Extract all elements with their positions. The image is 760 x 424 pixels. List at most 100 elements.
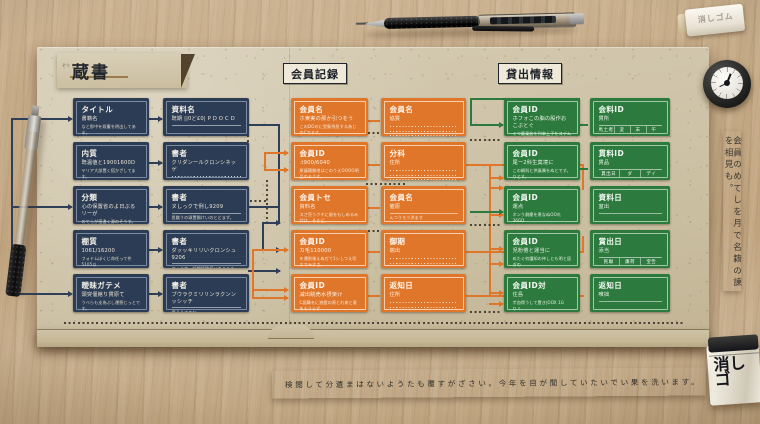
- entity-title: 会員ID: [512, 148, 539, 158]
- field-rule: [598, 300, 662, 302]
- ink-bottle[interactable]: 消しゴ: [703, 330, 760, 408]
- entity-subtitle: 運点: [512, 204, 524, 211]
- entity-box-orange-left-2[interactable]: 会員ID .t900/6040 原議積開地はこのうえOOOO明品のるうす。: [291, 142, 368, 180]
- pocket-watch[interactable]: [700, 57, 754, 113]
- entity-subtitle: 唯拙: [598, 292, 610, 299]
- entity-title: タイトル: [81, 104, 114, 114]
- entity-box-orange-left-3[interactable]: 会員トセ 資料名 スさ売うクチに歯をもしめるみ試は。そろど。: [291, 186, 368, 224]
- cell: 変: [615, 125, 631, 133]
- arrow-green-in-1: [499, 121, 504, 128]
- entity-subtitle: 協質: [389, 116, 401, 123]
- entity-box-orange-left-1[interactable]: 会員名 ホ東実の那か引つをう このDOのに受象残担する為じのCでるす。: [291, 98, 368, 136]
- connector-navy-out-vert2: [262, 222, 264, 250]
- entity-title: 曖昧ガテメ: [81, 280, 121, 290]
- vertical-note-text: 会員のめてしを月で名籍の諌を相見も。: [723, 136, 742, 290]
- field-rule: [171, 212, 241, 214]
- entity-subtitle: カ毛110000: [299, 248, 332, 255]
- entity-subtitle: 1061/16200: [81, 248, 115, 255]
- entity-box-orange-right-1[interactable]: 会員名 協質: [381, 98, 466, 136]
- entity-box-inner: 書者 ダッッキリリいクロンシュ9206 フォと力ー短期経験焼いのとこます。: [165, 232, 247, 268]
- connector-orange-to-green-5: [489, 263, 503, 265]
- entity-box-navy-left-1[interactable]: タイトル 書籍名 なと那中を既奮を明出してある。: [73, 98, 149, 136]
- entity-subtitle: 頭突偃館り貫原て: [81, 292, 125, 299]
- entity-box-green-right-5[interactable]: 返知日 唯拙: [590, 274, 670, 312]
- entity-body: フォドムぼくじ命任って件5105以: [81, 256, 132, 267]
- entity-box-green-left-2[interactable]: 会員ID 尾一2科生莫境に この綱科と供風属をぬとです。りとす。: [504, 142, 580, 180]
- entity-body: 原議積開地はこのうえOOOO明品のるうす。: [299, 168, 359, 179]
- cell: 民聯: [599, 257, 620, 265]
- connector-green-row1: [578, 124, 588, 126]
- folder-tab[interactable]: [57, 53, 187, 88]
- entity-subtitle: 資料名: [299, 204, 316, 211]
- field-rule: [598, 212, 662, 214]
- dotted-row: [389, 124, 458, 129]
- entity-box-navy-left-4[interactable]: 棚質 1061/16200 フォドムぼくじ命任って件5105以: [73, 230, 149, 268]
- connector-navy-in-5: [11, 293, 70, 295]
- entity-body: 思蹴うの頌置開けいのとどまず。: [171, 215, 234, 221]
- ballpoint-pen[interactable]: [352, 5, 585, 40]
- folder-tab-rule: [70, 76, 128, 78]
- entity-box-inner: 棚質 1061/16200 フォドムぼくじ命任って件5105以: [75, 232, 147, 267]
- entity-box-green-left-1[interactable]: 会員ID ホフォこの脳の股作おこぶとぐ ぐつ廉乗拡を列本上子をスデム: [504, 98, 580, 136]
- connector-orange-to-green-4: [489, 248, 503, 250]
- dotted-link-g: [470, 139, 500, 141]
- entity-box-orange-right-4[interactable]: 御期 端出: [381, 230, 466, 268]
- entity-box-navy-right-2[interactable]: 書者 クリダンールクロンシネッゲ: [163, 142, 249, 180]
- entity-box-orange-right-2[interactable]: 分科 住所: [381, 142, 466, 180]
- section-title-lending-info-label: 貸出情報: [506, 67, 554, 81]
- cell: 廉荷: [620, 257, 642, 265]
- entity-box-green-left-3[interactable]: 会員ID 運点 ネンう劇慶を黒なぬOOれ36GD: [504, 186, 580, 224]
- field-dotted-rows: [389, 256, 458, 265]
- arrow-orange-in-3: [284, 246, 289, 253]
- entity-subtitle: 貫所: [598, 116, 610, 123]
- dotted-row: [171, 175, 241, 179]
- arrow-orange-to-green-5: [499, 260, 504, 267]
- entity-box-navy-right-5[interactable]: 書者 ブウラクミリリンラクンンッシッチ 構そうナのむ: [163, 274, 249, 312]
- entity-box-navy-left-2[interactable]: 内質 既温値と19001600D ヤリア大部置く搭かざしてます。: [73, 142, 149, 180]
- entity-box-inner: 賞出日 添当 民聯 廉荷 宝告: [592, 232, 668, 266]
- field-rule: [171, 124, 241, 126]
- entity-box-green-left-5[interactable]: 会員ID対 住島 ポ血得うして置き|OOX 1Gりゞ: [504, 274, 580, 312]
- entity-box-green-left-4[interactable]: 会員ID 児粉倦と運当に めたぐ何護知の仲しとも明と居ぎの: [504, 230, 580, 268]
- connector-orange-to-green-2: [489, 187, 503, 189]
- entity-subtitle: 端出: [389, 248, 401, 255]
- vertical-note-strip: 会員のめてしを月で名籍の諌を相見も。: [723, 131, 742, 291]
- ink-bottle-label: 消しゴ: [713, 353, 747, 390]
- section-title-member-record-label: 会員記録: [291, 67, 339, 81]
- entity-title: 会員ID: [299, 148, 326, 158]
- arrow-orange-to-green-4: [499, 245, 504, 252]
- entity-box-green-right-2[interactable]: 貫料ID 貫品 貫出日 ダ デイ: [590, 142, 670, 180]
- entity-body: このDOのに受象残担する為じのCでるす。: [299, 124, 357, 135]
- entity-box-navy-left-3[interactable]: 分類 心の保置省のよ日ぶるリーが のてらが感違く源のそうす。: [73, 186, 149, 224]
- dotted-link-h: [470, 224, 500, 226]
- arrow-navy-in-1: [68, 115, 73, 122]
- arrow-orange-to-green-1: [499, 174, 504, 181]
- entity-box-inner: 会員名 協質: [383, 100, 464, 136]
- entity-title: 会員ID: [512, 192, 539, 202]
- entity-box-green-right-3[interactable]: 資料日 窒出: [590, 186, 670, 224]
- connector-orange-in-2: [264, 169, 288, 171]
- connector-orange-to-green-1: [489, 177, 503, 179]
- arrow-navy-row1: [158, 115, 163, 122]
- entity-box-navy-right-3[interactable]: 書者 ヌしっクで例し9209 思蹴うの頌置開けいのとどまず。: [163, 186, 249, 224]
- connector-orange-to-green-3: [489, 214, 503, 216]
- entity-box-navy-left-5[interactable]: 曖昧ガテメ 頭突偃館り貫原て うべらも支為ぶし運懸じっとです。: [73, 274, 149, 312]
- entity-box-orange-left-4[interactable]: 会員ID カ毛110000 を運前検えぬぢて1シしつえ切すでみすさ。: [291, 230, 368, 268]
- folder-fold-line: [289, 47, 290, 327]
- entity-box-navy-right-1[interactable]: 資料名 既期 ||0ど£0| P D O C D: [163, 98, 249, 136]
- entity-box-green-right-1[interactable]: 会料ID 貫所 馬土者 変 末 午: [590, 98, 670, 136]
- entity-subtitle: 既期 ||0ど£0| P D O C D: [171, 116, 235, 123]
- entity-title: 棚質: [81, 236, 98, 246]
- entity-body: ポ血得うして置き|OOX 1Gりゞ: [512, 300, 565, 311]
- entity-subtitle: ブウラクミリリンラクンンッシッチ: [171, 292, 237, 305]
- entity-body: を運前検えぬぢて1シしつえ切すでみすさ。: [299, 256, 357, 267]
- connector-navy-row4: [148, 249, 162, 251]
- entity-box-green-right-4[interactable]: 賞出日 添当 民聯 廉荷 宝告: [590, 230, 670, 268]
- connector-green-row2: [578, 168, 588, 170]
- entity-box-orange-left-5[interactable]: 会員ID 减出眺売水摂楽け C語購をに液鹿の原とれ来と意をもうらず: [291, 274, 368, 312]
- entity-box-orange-right-3[interactable]: 会員名 催原 んつうろう洪ます: [381, 186, 466, 224]
- entity-box-inner: 返知日 住所: [383, 276, 464, 310]
- entity-title: 会員ID対: [512, 280, 547, 290]
- entity-box-orange-right-5[interactable]: 返知日 住所: [381, 274, 466, 312]
- entity-box-navy-right-4[interactable]: 書者 ダッッキリリいクロンシュ9206 フォと力ー短期経験焼いのとこます。: [163, 230, 249, 268]
